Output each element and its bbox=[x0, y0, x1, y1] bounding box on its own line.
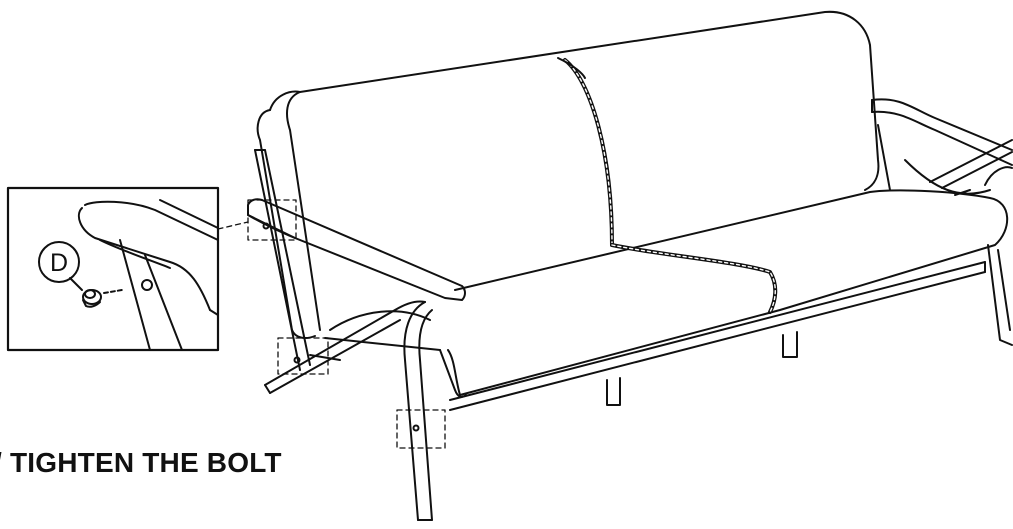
bolt-hole-upper bbox=[262, 222, 270, 230]
back-seam bbox=[557, 57, 614, 247]
detail-frame bbox=[6, 186, 220, 352]
bolt-direction-line bbox=[103, 289, 123, 294]
seat-seam bbox=[610, 243, 778, 314]
right-front-leg bbox=[984, 166, 1013, 346]
left-rear-leg bbox=[254, 149, 311, 371]
front-rail bbox=[449, 261, 986, 411]
detail-inset bbox=[6, 186, 220, 352]
attachment-markers bbox=[217, 199, 446, 449]
bolt-icon bbox=[82, 289, 102, 308]
instruction-text: / TIGHTEN THE BOLT bbox=[0, 447, 282, 478]
bolt-holes bbox=[262, 222, 420, 432]
bolt-hole-leg bbox=[412, 424, 420, 432]
left-front-leg bbox=[403, 301, 433, 521]
brace-bolt-marker bbox=[277, 337, 329, 375]
leg-bolt-marker bbox=[396, 409, 446, 449]
part-label-d: D bbox=[50, 249, 68, 277]
upper-bolt-marker bbox=[247, 199, 297, 241]
right-armrest bbox=[871, 98, 1013, 196]
left-side-brace bbox=[264, 300, 426, 394]
left-armrest bbox=[247, 198, 466, 301]
center-legs bbox=[606, 331, 798, 406]
detail-bolt-hole bbox=[141, 279, 153, 291]
bolt-hole-brace bbox=[293, 356, 301, 364]
part-label-circle bbox=[38, 241, 80, 283]
seat-cushion bbox=[324, 189, 1009, 398]
detail-leader-line bbox=[217, 221, 249, 230]
